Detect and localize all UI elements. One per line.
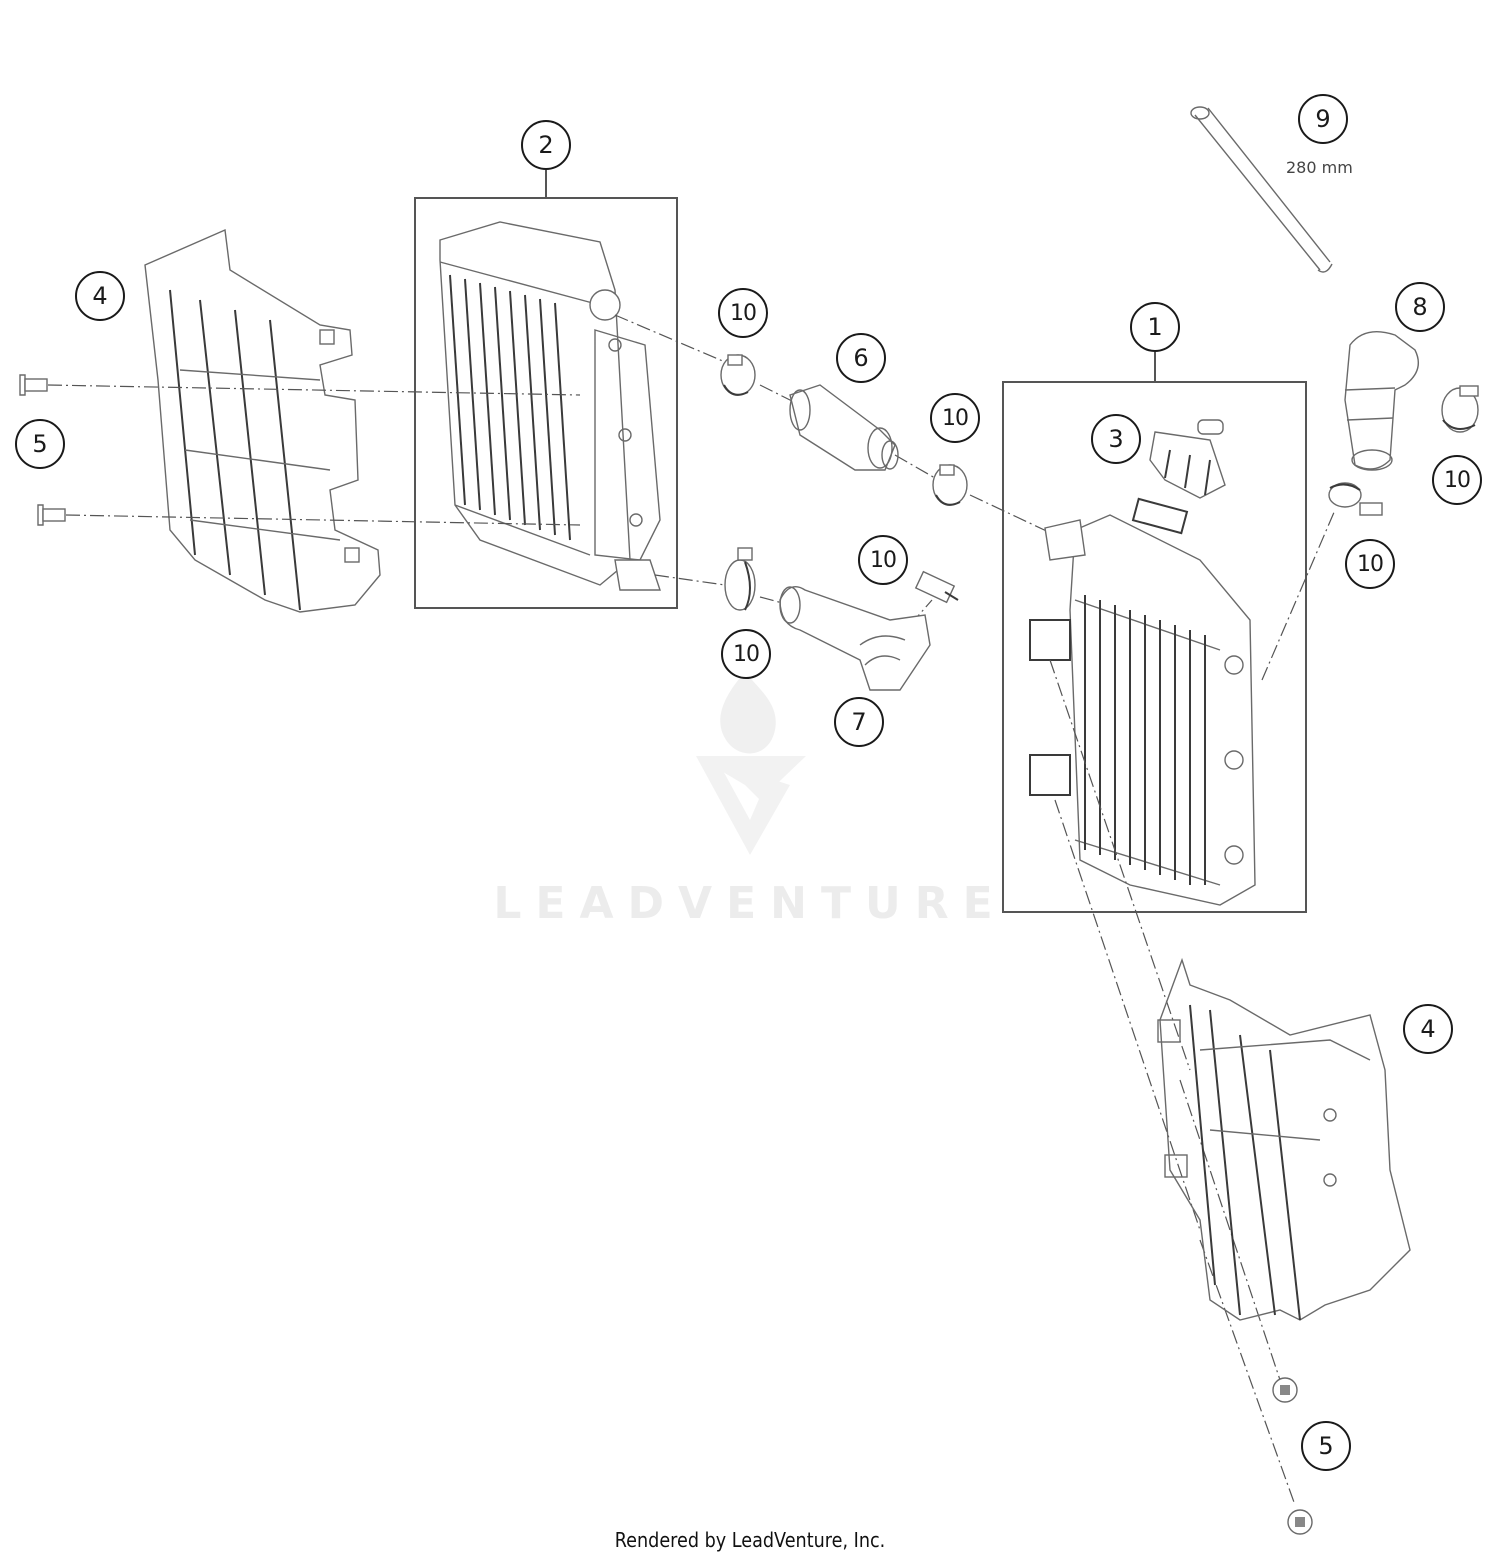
callout-8[interactable]: 8 — [1395, 282, 1445, 332]
callout-3[interactable]: 3 — [1091, 414, 1141, 464]
screw-right[interactable] — [1272, 1377, 1313, 1535]
screw-left[interactable] — [19, 374, 66, 526]
hose-clamp-icon[interactable] — [1441, 385, 1479, 433]
callout-4-left[interactable]: 4 — [75, 271, 125, 321]
radiator-guard-right[interactable] — [1157, 957, 1411, 1321]
hose-clamp-icon[interactable] — [914, 570, 959, 604]
callout-10[interactable]: 10 — [718, 288, 768, 338]
thermostat-connector[interactable] — [789, 384, 899, 471]
hose-clamp-icon[interactable] — [720, 354, 756, 396]
radiator-guard-left[interactable] — [144, 228, 381, 613]
callout-5-right[interactable]: 5 — [1301, 1421, 1351, 1471]
footer-credit: Rendered by LeadVenture, Inc. — [614, 1528, 886, 1552]
hose-clamp-icon[interactable] — [1328, 482, 1383, 516]
tube-length-label: 280 mm — [1286, 158, 1353, 177]
watermark-logo-icon — [696, 672, 806, 855]
callout-4-right[interactable]: 4 — [1403, 1004, 1453, 1054]
callout-6[interactable]: 6 — [836, 333, 886, 383]
callout-7[interactable]: 7 — [834, 697, 884, 747]
callout-10[interactable]: 10 — [1345, 539, 1395, 589]
watermark-text: LEADVENTURE — [493, 878, 1007, 929]
callout-10[interactable]: 10 — [858, 535, 908, 585]
overflow-tube[interactable] — [1190, 106, 1333, 273]
callout-1[interactable]: 1 — [1130, 302, 1180, 352]
radiator-left[interactable] — [439, 221, 661, 591]
elbow-hose[interactable] — [1344, 331, 1419, 471]
radiator-right-group-box — [1002, 352, 1307, 913]
hose-clamp-icon[interactable] — [724, 547, 756, 611]
radiator-right[interactable] — [1029, 497, 1256, 906]
callout-2[interactable]: 2 — [521, 120, 571, 170]
callout-10[interactable]: 10 — [1432, 455, 1482, 505]
callout-10[interactable]: 10 — [721, 629, 771, 679]
callout-9[interactable]: 9 — [1298, 94, 1348, 144]
hose-clamp-icon[interactable] — [932, 464, 968, 506]
callout-5-left[interactable]: 5 — [15, 419, 65, 469]
lower-hose[interactable] — [779, 586, 931, 691]
callout-10[interactable]: 10 — [930, 393, 980, 443]
radiator-left-group-box — [414, 170, 678, 609]
radiator-cap[interactable] — [1149, 419, 1226, 499]
